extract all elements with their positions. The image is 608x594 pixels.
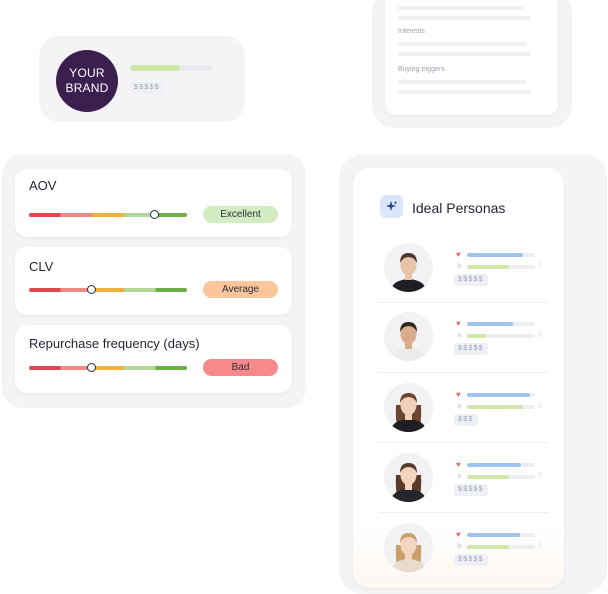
- buying-triggers-label: Buying triggers: [398, 66, 445, 73]
- metric-slider-track: [29, 366, 187, 370]
- metric-title: Repurchase frequency (days): [29, 336, 200, 351]
- brand-progress-bar: [130, 65, 213, 71]
- metric-slider-track: [29, 288, 187, 292]
- persona-price-tier: $$$$$: [454, 484, 488, 496]
- persona-price-tier: $$$: [454, 414, 478, 426]
- metric-title: AOV: [29, 178, 57, 193]
- brand-logo-text: YOUR BRAND: [65, 66, 109, 95]
- heart-icon: ♥: [456, 390, 461, 399]
- persona-energy-bar: [467, 475, 535, 479]
- brand-progress-fill: [130, 65, 180, 71]
- metric-slider-track: [29, 213, 187, 217]
- moon-icon: ☾: [538, 541, 546, 550]
- metric-title: CLV: [29, 259, 54, 274]
- persona-divider: [378, 512, 548, 513]
- heart-icon: ♥: [456, 530, 461, 539]
- profile-line: [398, 52, 531, 56]
- heart-icon: ♥: [456, 250, 461, 259]
- persona-energy-bar: [467, 405, 535, 409]
- rating-badge: Bad: [203, 359, 278, 376]
- metric-slider-knob: [87, 285, 97, 294]
- persona-divider: [378, 442, 548, 443]
- heart-icon: ♥: [456, 460, 461, 469]
- personas-title: Ideal Personas: [412, 200, 506, 216]
- metric-card-aov: AOV Excellent: [15, 169, 292, 237]
- persona-avatar[interactable]: [384, 453, 433, 502]
- persona-energy-bar: [467, 334, 535, 338]
- persona-love-bar: [467, 253, 535, 257]
- persona-avatar[interactable]: [384, 523, 433, 572]
- sun-icon: ✳: [456, 472, 463, 481]
- persona-divider: [378, 372, 548, 373]
- interests-label: Interests: [398, 28, 425, 35]
- heart-icon: ♥: [456, 319, 461, 328]
- persona-avatar[interactable]: [384, 312, 433, 361]
- sparkle-icon: [380, 195, 403, 218]
- persona-love-bar: [467, 322, 535, 326]
- persona-love-bar: [467, 463, 535, 467]
- moon-icon: ☾: [538, 401, 546, 410]
- metric-slider-knob: [150, 210, 160, 219]
- metric-slider-knob: [87, 363, 97, 372]
- persona-energy-bar: [467, 545, 535, 549]
- persona-energy-bar: [467, 265, 535, 269]
- profile-line: [398, 80, 526, 84]
- sun-icon: ✳: [456, 542, 463, 551]
- sun-icon: ✳: [456, 331, 463, 340]
- persona-price-tier: $$$$$: [454, 274, 488, 286]
- moon-icon: ☾: [538, 261, 546, 270]
- personas-card: [353, 168, 564, 588]
- metric-card-clv: CLV Average: [15, 247, 292, 315]
- profile-line: [398, 6, 523, 10]
- profile-line: [398, 16, 531, 20]
- persona-price-tier: $$$$$: [454, 554, 488, 566]
- profile-line: [398, 42, 526, 46]
- persona-avatar[interactable]: [384, 383, 433, 432]
- sun-icon: ✳: [456, 402, 463, 411]
- metric-card-repurchase: Repurchase frequency (days) Bad: [15, 325, 292, 393]
- brand-price-tier: $$$$$: [130, 82, 164, 94]
- rating-badge: Average: [203, 281, 278, 298]
- persona-love-bar: [467, 533, 535, 537]
- persona-avatar[interactable]: [384, 243, 433, 292]
- profile-line: [398, 90, 531, 94]
- sun-icon: ✳: [456, 262, 463, 271]
- moon-icon: ☾: [538, 330, 546, 339]
- persona-price-tier: $$$$$: [454, 343, 488, 355]
- brand-logo: YOUR BRAND: [56, 50, 118, 112]
- moon-icon: ☾: [538, 471, 546, 480]
- persona-divider: [378, 302, 548, 303]
- rating-badge: Excellent: [203, 206, 278, 223]
- persona-love-bar: [467, 393, 535, 397]
